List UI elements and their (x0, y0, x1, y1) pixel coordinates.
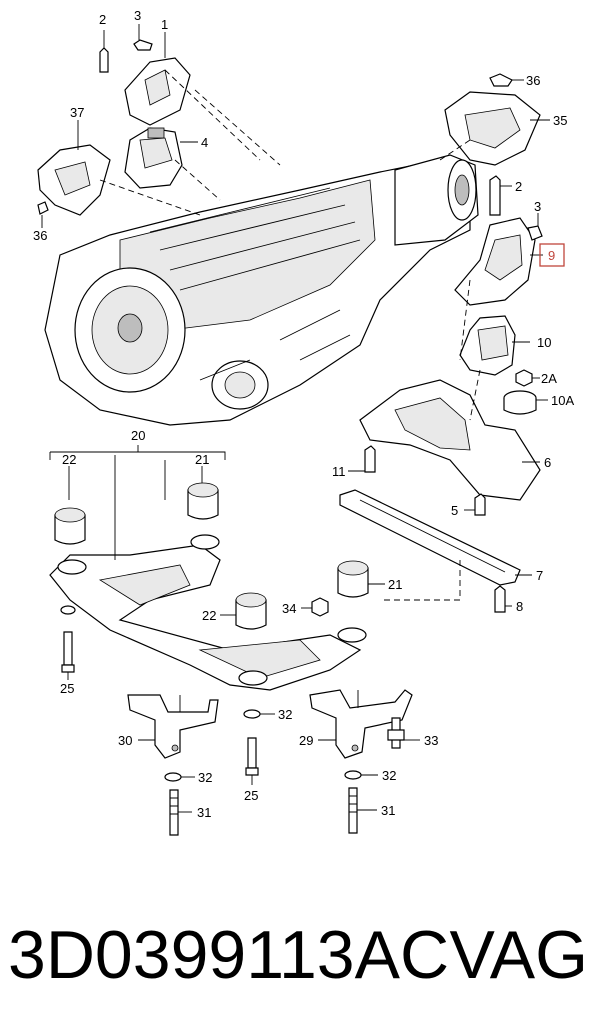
callout-2-top: 2 (99, 12, 106, 27)
callout-10: 10 (537, 335, 551, 350)
callout-37: 37 (70, 105, 84, 120)
bracket-29 (309, 689, 413, 759)
callout-31-left: 31 (197, 805, 211, 820)
washer-32-left (164, 772, 182, 782)
callout-1: 1 (161, 17, 168, 32)
brand-name: VAG (449, 917, 588, 993)
bolt-25-mid (245, 737, 259, 776)
callout-30: 30 (118, 733, 132, 748)
transmission-assembly (44, 154, 479, 426)
callout-22-top: 22 (62, 452, 76, 467)
callout-31-right: 31 (381, 803, 395, 818)
callout-2-right: 2 (515, 179, 522, 194)
bracket-9 (454, 175, 543, 306)
callout-2A: 2A (541, 371, 557, 386)
callout-8: 8 (516, 599, 523, 614)
mount-10A (503, 390, 537, 415)
mount-4 (124, 127, 183, 189)
bolt-31-right (348, 787, 358, 834)
nut-2A (515, 369, 533, 387)
part-number: 3D0399113AC (8, 917, 450, 993)
callout-33: 33 (424, 733, 438, 748)
bolt-31-left (169, 789, 179, 836)
callout-36-top: 36 (526, 73, 540, 88)
callout-7: 7 (536, 568, 543, 583)
nut-34 (311, 597, 329, 617)
footer-caption: 3D0399113AC VAG (0, 905, 600, 1005)
callout-9: 9 (548, 248, 555, 263)
bushing-21-mid (337, 560, 369, 598)
callout-32-left: 32 (198, 770, 212, 785)
bushing-22-mid (235, 592, 267, 630)
bolt-33 (387, 717, 405, 749)
leader-lines (41, 24, 550, 813)
heat-shield-35 (444, 73, 541, 166)
top-left-bracket (99, 39, 191, 126)
callout-5: 5 (451, 503, 458, 518)
callout-21-mid: 21 (388, 577, 402, 592)
callout-4: 4 (201, 135, 208, 150)
assembly-lines (49, 69, 481, 712)
callout-21-top: 21 (195, 452, 209, 467)
bracket-30 (127, 694, 219, 759)
bolt-25-left (60, 605, 76, 673)
callout-22-mid: 22 (202, 608, 216, 623)
callout-29: 29 (299, 733, 313, 748)
callout-10A: 10A (551, 393, 574, 408)
callout-25-mid: 25 (244, 788, 258, 803)
bushing-21-top (187, 482, 219, 520)
callout-20: 20 (131, 428, 145, 443)
washer-32-right (344, 770, 362, 780)
callout-32-mid: 32 (278, 707, 292, 722)
callout-32-right: 32 (382, 768, 396, 783)
callout-3-right: 3 (534, 199, 541, 214)
mount-10 (459, 315, 516, 376)
bracket-37 (37, 144, 111, 216)
callout-labels: 2 3 1 36 35 37 4 36 2 3 9 10 2A 10A 20 2… (33, 8, 574, 820)
callout-3-top: 3 (134, 8, 141, 23)
callout-35: 35 (553, 113, 567, 128)
strap-7 (339, 489, 521, 613)
bushing-22-top (54, 507, 86, 545)
washer-32-mid (243, 709, 261, 719)
exploded-parts-diagram: 2 3 1 36 35 37 4 36 2 3 9 10 2A 10A 20 2… (33, 8, 574, 836)
callout-25-left: 25 (60, 681, 74, 696)
callout-6: 6 (544, 455, 551, 470)
highlight-box-9 (539, 243, 565, 267)
callout-34: 34 (282, 601, 296, 616)
callout-36-left: 36 (33, 228, 47, 243)
subframe-20 (49, 534, 367, 691)
callout-11: 11 (332, 464, 346, 479)
crossmember-6 (359, 379, 541, 516)
